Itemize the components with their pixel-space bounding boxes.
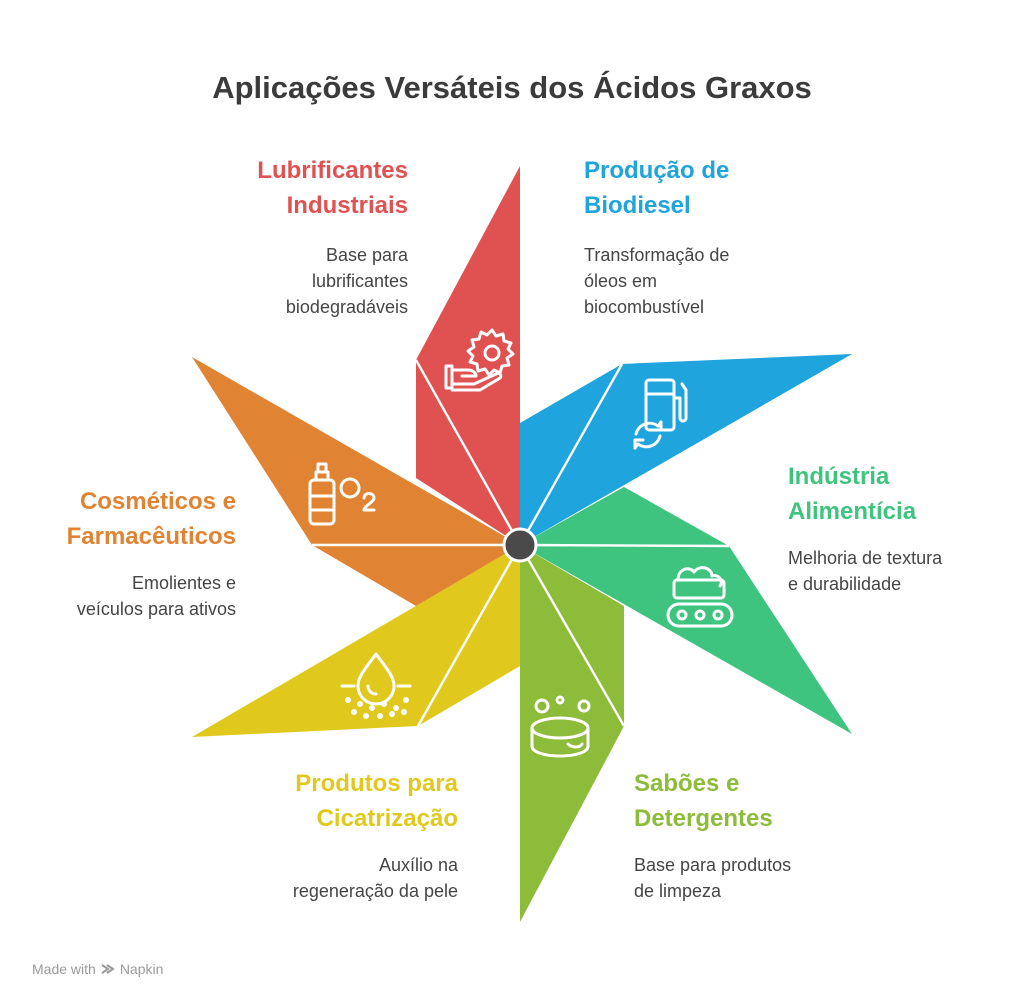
blade-alimenticia xyxy=(519,487,852,734)
cicatrizacao-desc-line-2: regeneração da pele xyxy=(292,881,458,901)
biodiesel-desc-line-3: biocombustível xyxy=(584,297,705,317)
alimenticia-desc-line-1: Melhoria de textura xyxy=(788,548,943,568)
footer-attribution: Made with Napkin xyxy=(32,961,163,977)
cosmeticos-heading-line-1: Cosméticos e xyxy=(79,488,236,515)
cicatrizacao-heading: Produtos para Cicatrização xyxy=(220,766,458,836)
biodiesel-description: Transformação de óleos em biocombustível xyxy=(584,242,804,320)
center-hub xyxy=(502,527,538,563)
cicatrizacao-description: Auxílio na regeneração da pele xyxy=(220,852,458,904)
cosmeticos-description: Emolientes e veículos para ativos xyxy=(20,570,236,622)
alimenticia-desc-line-2: e durabilidade xyxy=(788,574,902,594)
gear-hand-icon xyxy=(444,328,515,392)
bottle-o2-icon xyxy=(308,462,376,526)
fuel-pump-recycle-icon xyxy=(633,378,688,450)
saboes-heading-line-1: Sabões e xyxy=(634,770,740,797)
biodiesel-heading-line-2: Biodiesel xyxy=(584,192,691,219)
cicatrizacao-desc-line-1: Auxílio na xyxy=(378,855,458,875)
lubrificantes-description: Base para lubrificantes biodegradáveis xyxy=(200,242,408,320)
cicatrizacao-heading-line-2: Cicatrização xyxy=(316,805,458,832)
cicatrizacao-heading-line-1: Produtos para xyxy=(295,770,458,797)
biodiesel-desc-line-1: Transformação de xyxy=(584,245,730,265)
saboes-heading: Sabões e Detergentes xyxy=(634,766,864,836)
lubrificantes-desc-line-2: lubrificantes xyxy=(311,271,408,291)
blade-lubrificantes xyxy=(414,166,522,546)
lubrificantes-heading-line-1: Lubrificantes xyxy=(257,157,408,184)
skin-drop-icon xyxy=(340,652,412,719)
biodiesel-heading: Produção de Biodiesel xyxy=(584,153,804,223)
blade-biodiesel xyxy=(518,354,852,546)
biodiesel-desc-line-2: óleos em xyxy=(584,271,658,291)
lubrificantes-desc-line-1: Base para xyxy=(325,245,408,265)
cosmeticos-desc-line-2: veículos para ativos xyxy=(76,599,236,619)
alimenticia-heading-line-1: Indústria xyxy=(788,463,890,490)
soap-bar-icon xyxy=(530,695,591,758)
cosmeticos-desc-line-1: Emolientes e xyxy=(131,573,236,593)
lubrificantes-desc-line-3: biodegradáveis xyxy=(285,297,408,317)
saboes-desc-line-2: de limpeza xyxy=(634,881,722,901)
footer-made-with: Made with xyxy=(32,961,96,977)
napkin-logo-icon xyxy=(101,964,115,974)
cosmeticos-heading: Cosméticos e Farmacêuticos xyxy=(20,484,236,554)
footer-brand: Napkin xyxy=(119,961,164,977)
lubrificantes-heading: Lubrificantes Industriais xyxy=(200,153,408,223)
alimenticia-heading-line-2: Alimentícia xyxy=(788,498,917,525)
alimenticia-description: Melhoria de textura e durabilidade xyxy=(788,545,1008,597)
blade-saboes xyxy=(518,544,626,922)
saboes-desc-line-1: Base para produtos xyxy=(634,855,792,875)
saboes-heading-line-2: Detergentes xyxy=(634,805,773,832)
biodiesel-heading-line-1: Produção de xyxy=(584,157,730,184)
cosmeticos-heading-line-2: Farmacêuticos xyxy=(66,523,236,550)
alimenticia-heading: Indústria Alimentícia xyxy=(788,459,1008,529)
diagram-title: Aplicações Versáteis dos Ácidos Graxos xyxy=(212,70,812,105)
lubrificantes-heading-line-2: Industriais xyxy=(286,192,408,219)
conveyor-food-icon xyxy=(666,566,734,628)
saboes-description: Base para produtos de limpeza xyxy=(634,852,864,904)
